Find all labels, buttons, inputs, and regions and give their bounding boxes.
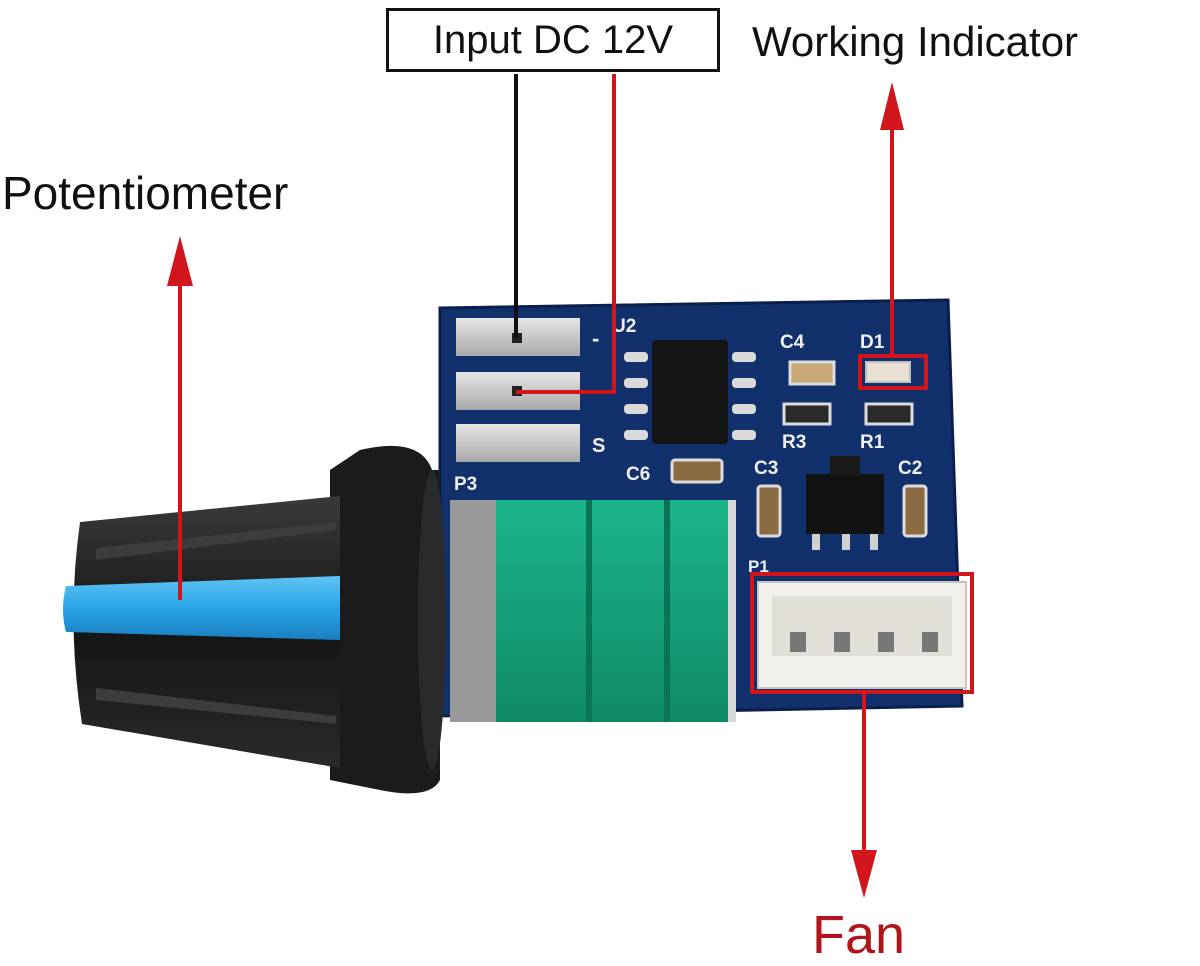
potentiometer-label: Potentiometer xyxy=(2,167,289,219)
fan-connector xyxy=(757,581,967,689)
potentiometer-knob xyxy=(63,445,446,794)
arrow-fan xyxy=(851,694,877,898)
pad-s xyxy=(456,424,580,462)
mark-c6: C6 xyxy=(626,464,650,485)
mark-minus: - xyxy=(592,326,599,351)
knob-blue-stripe xyxy=(63,576,340,640)
potentiometer-body xyxy=(450,500,736,722)
mark-c3: C3 xyxy=(754,458,778,479)
mark-u2: U2 xyxy=(612,316,636,337)
arrow-potentiometer xyxy=(167,236,193,600)
capacitor-c6 xyxy=(670,458,724,484)
fan-connector-highlight-box xyxy=(750,572,974,694)
mark-r1: R1 xyxy=(860,432,885,453)
capacitor-c4 xyxy=(788,360,836,386)
ic-chip-u2 xyxy=(652,340,728,444)
mark-s: S xyxy=(592,435,605,457)
capacitor-c3 xyxy=(756,484,782,538)
resistor-r3 xyxy=(782,402,832,426)
working-indicator-label: Working Indicator xyxy=(752,18,1079,65)
mark-r3: R3 xyxy=(782,432,806,453)
regulator xyxy=(806,474,884,534)
mark-p3: P3 xyxy=(454,474,477,495)
input-wires xyxy=(514,74,616,394)
fan-label: Fan xyxy=(812,905,906,965)
arrow-down-icon xyxy=(851,850,877,898)
arrow-up-icon xyxy=(167,236,193,286)
input-dc-label: Input DC 12V xyxy=(386,8,720,72)
capacitor-c2 xyxy=(902,484,928,538)
mark-p1: P1 xyxy=(748,557,769,576)
mark-c4: C4 xyxy=(780,332,805,353)
arrow-up-icon xyxy=(880,82,904,130)
arrow-working-indicator xyxy=(880,82,904,354)
led-d1 xyxy=(865,361,911,383)
resistor-r1 xyxy=(864,402,914,426)
mark-c2: C2 xyxy=(898,458,922,479)
d1-highlight-box xyxy=(858,354,928,390)
mark-d1: D1 xyxy=(860,332,885,353)
